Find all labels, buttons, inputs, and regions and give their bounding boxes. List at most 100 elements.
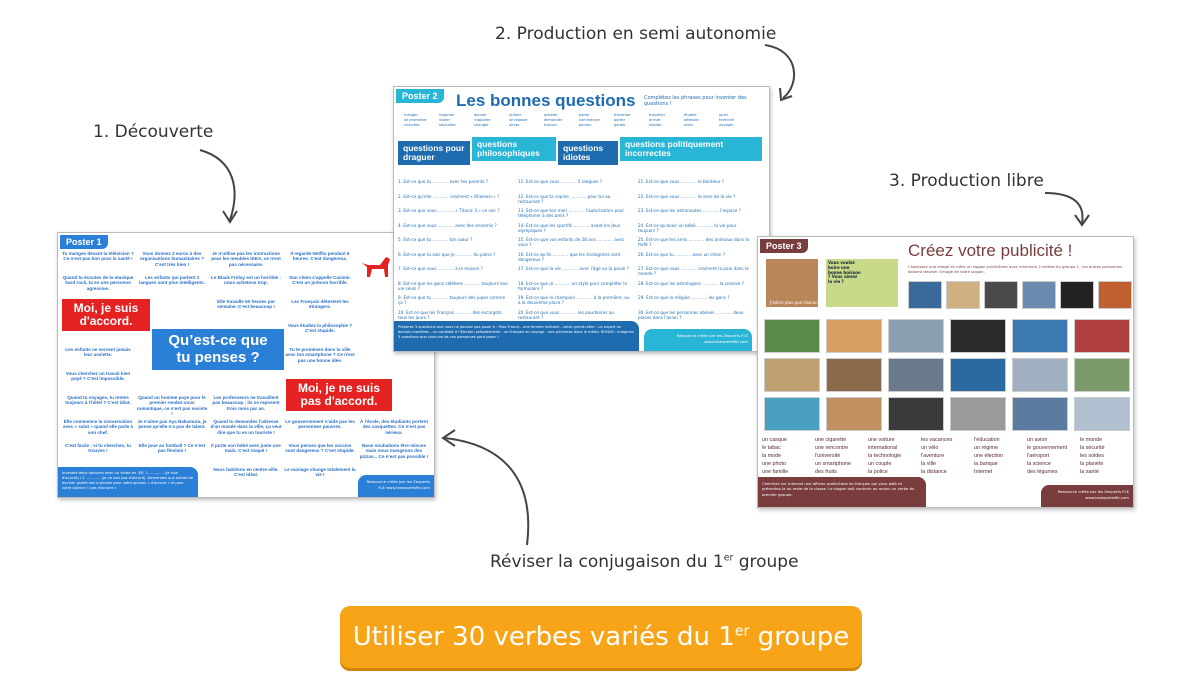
vocab-word: une élection bbox=[974, 453, 1004, 459]
dog-photo: J'adore plus que chacun bbox=[766, 259, 818, 307]
vocab-word: un vélo bbox=[921, 445, 939, 451]
credit: Ressource créée par les Zexperts FLE www… bbox=[1041, 485, 1133, 507]
verb-item: regarder bbox=[439, 113, 455, 117]
opinion-sentence: Elle travaille 50 heures par semaine. C'… bbox=[217, 299, 275, 310]
opinion-sentence: Les enfants qui parlent 3 langues sont p… bbox=[139, 275, 205, 286]
question-item: 27. Est-ce que nous ............ vraimen… bbox=[638, 266, 749, 277]
vocab-word: un couple bbox=[868, 461, 892, 467]
photo-slogan: Vous voulez boire une bonne boisson ? Vo… bbox=[828, 260, 861, 285]
question-item: 23. Est-ce que les astronautes .........… bbox=[638, 208, 741, 213]
photo-thumbnail bbox=[946, 281, 980, 309]
question-item: 13. Est-ce que ton mari ............ l'a… bbox=[518, 208, 625, 219]
question-item: 9. Est-ce que tu ............ toujours d… bbox=[398, 295, 506, 306]
opinion-sentence: Vous donnez 2 euros à des organisations … bbox=[139, 251, 205, 267]
verb-item: manger bbox=[404, 113, 418, 117]
arrow-2-icon bbox=[764, 44, 796, 102]
vocab-word: les soldes bbox=[1080, 453, 1104, 459]
opinion-sentence: Vous étudiez la philosophie ? C'est stup… bbox=[287, 323, 353, 334]
photo-thumbnail bbox=[1074, 319, 1130, 353]
vocab-word: le gouvernement bbox=[1027, 445, 1068, 451]
photo-thumbnail bbox=[950, 397, 1006, 431]
verb-item: acheter bbox=[544, 113, 558, 117]
arrow-3-icon bbox=[1044, 192, 1090, 227]
photo-thumbnail bbox=[1098, 281, 1132, 309]
photo-thumbnail bbox=[1022, 281, 1056, 309]
verb-item: garder bbox=[614, 123, 626, 127]
poster-tag: Poster 1 bbox=[60, 235, 108, 249]
question-item: 30. Est-ce que les personnes obèses ....… bbox=[638, 309, 744, 320]
question-item: 6. Est-ce que tu sais que je ...........… bbox=[398, 251, 496, 257]
vocab-word: la mode bbox=[762, 453, 782, 459]
category-draguer: questions pour draguer bbox=[398, 141, 470, 165]
question-item: 8. Est-ce que les gens célèbres ........… bbox=[398, 280, 509, 291]
verb-item: jouer bbox=[719, 113, 729, 117]
opinion-sentence: C'est facile : si tu cherches, tu trouve… bbox=[65, 443, 131, 454]
verb-item: habiter bbox=[649, 123, 662, 127]
photo-thumbnail bbox=[1012, 358, 1068, 392]
verb-item: aider bbox=[684, 123, 694, 127]
photo-thumbnail bbox=[764, 319, 820, 353]
poster-1: Poster 1 Tu manges devant la télévision … bbox=[57, 232, 435, 498]
opinion-sentence: Il regarde Netflix pendant 6 heures. C'e… bbox=[290, 251, 350, 262]
category-philosophiques: questions philosophiques bbox=[472, 137, 556, 161]
center-question: Qu’est-ce que tu penses ? bbox=[152, 329, 284, 370]
opinion-sentence: Tu manges devant la télévision ? Ce n'es… bbox=[62, 251, 134, 262]
question-item: 2. Est-ce qu'elle ............ vraiment … bbox=[398, 193, 500, 199]
vocab-word: une voiture bbox=[868, 437, 895, 443]
question-item: 3. Est-ce que vous ............ « Titani… bbox=[398, 208, 500, 213]
opinion-sentence: Elle joue au football ? Ce n'est pas fém… bbox=[138, 443, 206, 454]
opinion-sentence: Tu te promènes dans la ville avec ton sm… bbox=[285, 347, 355, 363]
opinion-sentence: Nous habitons en centre-ville. C'est idé… bbox=[213, 467, 279, 478]
verb-item: commencer bbox=[579, 118, 601, 122]
opinion-sentence: Les Français détestent les étrangers. bbox=[291, 299, 349, 310]
photo-thumbnail bbox=[888, 358, 944, 392]
agree-banner: Moi, je suis d'accord. bbox=[62, 299, 150, 332]
arrow-review-icon bbox=[441, 429, 530, 546]
opinion-sentence: Le Black Friday est un horrible : nous a… bbox=[211, 275, 281, 286]
vocab-word: le tabac bbox=[762, 445, 781, 451]
verb-item: porter bbox=[614, 118, 626, 122]
verb-item: détester bbox=[684, 118, 700, 122]
question-item: 7. Est-ce que vous ............ à la mai… bbox=[398, 266, 483, 271]
photo-thumbnail bbox=[1074, 397, 1130, 431]
vocab-word: Internet bbox=[974, 469, 993, 475]
photo-thumbnail bbox=[950, 358, 1006, 392]
verb-item: aimer bbox=[509, 123, 520, 127]
verb-item: chercher bbox=[404, 123, 420, 127]
vocab-word: un régime bbox=[974, 445, 998, 451]
opinion-sentence: Quand tu demandes l'adresse d'un musée d… bbox=[210, 419, 282, 435]
objective-banner: Utiliser 30 verbes variés du 1er groupe bbox=[340, 606, 862, 668]
photo-thumbnail bbox=[764, 358, 820, 392]
photo-thumbnail bbox=[826, 358, 882, 392]
question-item: 17. Est-ce que la vie ............ avec … bbox=[518, 266, 629, 271]
poster-footer: Inventez deux opinions avec un verbe en … bbox=[58, 467, 198, 497]
credit: Ressource créée par les Zexperts FLE www… bbox=[644, 329, 752, 351]
verb-item: traverser bbox=[614, 113, 631, 117]
verb-item: arriver bbox=[649, 118, 661, 122]
verb-item: penser bbox=[579, 123, 592, 127]
vocab-word: la banque bbox=[974, 461, 998, 467]
opinion-sentence: Son chien s'appelle Casimir. C'est un pr… bbox=[289, 275, 351, 286]
step-3-label: 3. Production libre bbox=[889, 171, 1044, 191]
verb-item: visiter bbox=[439, 118, 451, 122]
photo-thumbnail bbox=[888, 319, 944, 353]
verb-item: utiliser bbox=[509, 113, 522, 117]
photo-thumbnail bbox=[908, 281, 942, 309]
photo-thumbnail bbox=[950, 319, 1006, 353]
question-item: 16. Est-ce qu'ils ............ que les é… bbox=[518, 251, 621, 262]
vocab-word: un smartphone bbox=[815, 461, 851, 467]
vocab-word: le monde bbox=[1080, 437, 1103, 443]
question-item: 18. Est-ce que je ............ un stylo … bbox=[518, 280, 628, 291]
vocab-word: international bbox=[868, 445, 898, 451]
category-incorrectes: questions politiquement incorrectes bbox=[620, 137, 762, 161]
vocab-word: l'aventure bbox=[921, 453, 945, 459]
question-item: 20. Est-ce que vous ............ les pou… bbox=[518, 309, 615, 320]
photo-thumbnail bbox=[764, 397, 820, 431]
objective-text-end: groupe bbox=[749, 622, 850, 652]
photo-thumbnail bbox=[1074, 358, 1130, 392]
opinion-sentence: Vous pensez que les vaccins sont dangere… bbox=[285, 443, 355, 454]
opinion-sentence: Quand tu voyages, tu restes toujours à l… bbox=[65, 395, 131, 406]
opinion-sentence: Le gouvernement n'aide pas les personnes… bbox=[285, 419, 355, 430]
vocab-word: un casque bbox=[762, 437, 787, 443]
